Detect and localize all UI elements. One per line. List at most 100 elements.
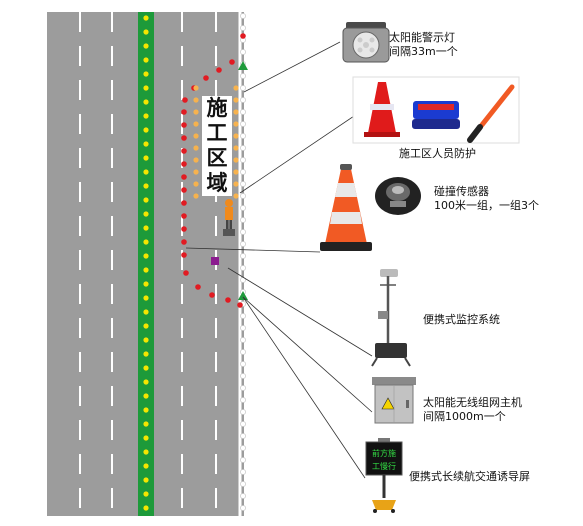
roadside-dot [240,253,246,259]
light-dot [193,121,199,127]
roadside-dot [240,361,246,367]
light-dot [193,109,199,115]
wireless-host-icon [372,377,416,424]
median-dot [143,29,149,35]
cone-dot [195,284,201,290]
worker-figure [223,199,235,236]
cone-dot [181,109,187,115]
monitoring-system-icon [371,269,411,367]
roadside-dot [240,49,246,55]
roadside-dot [240,265,246,271]
roadside-dot [240,229,246,235]
marker-square [211,257,219,265]
light-dot [233,85,239,91]
light-dot [193,97,199,103]
median-dot [143,365,149,371]
median-dot [143,477,149,483]
median-dot [143,407,149,413]
light-dot [233,157,239,163]
cone-dot [181,161,187,167]
traffic-cone-icon [320,164,372,251]
guidance-screen-icon: 前方施 工慢行 [365,438,403,513]
cone-dot [181,226,187,232]
cone-dot [240,33,246,39]
roadside-dot [240,145,246,151]
callout-lines [185,41,373,479]
roadside-dot [240,337,246,343]
roadside-dot [240,313,246,319]
median-dot [143,113,149,119]
cone-dot [181,187,187,193]
roadside-dot [240,25,246,31]
wireless-host-label: 太阳能无线组网主机 间隔1000m一个 [423,396,522,424]
median-dot [143,505,149,511]
protection-equipment-icon [352,76,520,144]
light-dot [233,121,239,127]
cone-dot [229,59,235,65]
collision-sensor-icon [375,177,421,215]
monitoring-label: 便携式监控系统 [423,313,500,326]
roadside-dot [240,241,246,247]
roadside-dot [240,85,246,91]
collision-sensor-label-line2: 100米一组，一组3个 [434,199,539,212]
warning-light-dots [193,85,239,199]
light-dot [193,157,199,163]
roadside-dot [240,433,246,439]
cone-dot [216,67,222,73]
roadside-dot [240,121,246,127]
median-dot [143,183,149,189]
work-zone-char-2: 工 [206,121,228,145]
cone-dot [181,135,187,141]
median-dot [143,127,149,133]
roadside-dot [240,325,246,331]
traffic-cone-dots [181,33,246,308]
guidance-screen-label: 便携式长续航交通诱导屏 [409,470,530,483]
cone-dot [181,122,187,128]
cone-dot [181,252,187,258]
median-dot [143,267,149,273]
median-dot [143,295,149,301]
light-dot [233,133,239,139]
screen-text-line-1: 前方施 [372,448,396,458]
wireless-host-label-line2: 间隔1000m一个 [423,410,506,423]
median-dot [143,323,149,329]
median-dot [143,211,149,217]
light-dot [193,145,199,151]
median-dot [143,253,149,259]
cone-dot [237,302,243,308]
median-dot [143,379,149,385]
cone-dot [182,97,188,103]
roadside-dot [240,109,246,115]
roadside-dot [240,397,246,403]
median-dot [143,281,149,287]
median-dot [143,99,149,105]
roadside-dot [240,409,246,415]
cone-dot [203,75,209,81]
median-dot [143,141,149,147]
median-dot [143,309,149,315]
warning-light-label-line2: 间隔33m一个 [389,45,458,58]
roadside-dot [240,505,246,511]
light-dot [233,193,239,199]
median-dot [143,57,149,63]
median-dot [143,71,149,77]
median-dot [143,239,149,245]
roadside-dot [240,421,246,427]
roadside-dot [240,469,246,475]
wireless-host-label-line1: 太阳能无线组网主机 [423,396,522,409]
warning-light-label-line1: 太阳能警示灯 [389,31,455,44]
median-strip [138,12,154,516]
roadside-dot [240,133,246,139]
cone-dot [225,297,231,303]
roadside-dot [240,157,246,163]
median-dot [143,351,149,357]
light-dot [233,145,239,151]
collision-sensor-label: 碰撞传感器 100米一组，一组3个 [434,185,539,213]
cone-dot [181,174,187,180]
work-zone-char-1: 施 [206,96,228,120]
median-dot [143,15,149,21]
roadside-dot [240,481,246,487]
protection-label: 施工区人员防护 [399,147,476,160]
light-dot [193,85,199,91]
